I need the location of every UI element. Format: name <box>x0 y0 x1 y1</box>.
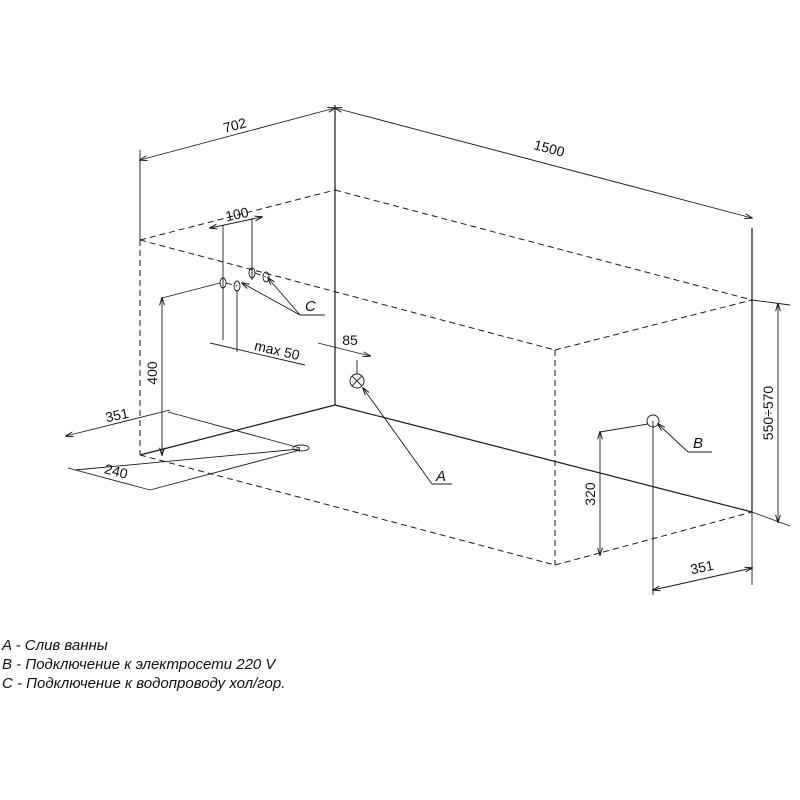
drain-offset-value: 85 <box>342 332 358 348</box>
floor-drain-end <box>292 444 310 452</box>
dimension-length-1500: 1500 <box>335 108 752 218</box>
dimension-height-range: 550÷570 <box>751 299 791 527</box>
callout-a: A <box>435 468 446 485</box>
bathtub-outline <box>139 105 753 566</box>
socket-height-value: 320 <box>582 482 598 506</box>
dimension-width-702: 702 <box>140 108 335 240</box>
left-drain-offset-value: 240 <box>103 461 130 482</box>
power-connection: B 320 351 <box>582 414 752 595</box>
left-floor-dimensions: 351 240 <box>66 405 310 491</box>
height-range-value: 550÷570 <box>760 386 776 441</box>
pipe-height-value: 400 <box>144 361 160 385</box>
pipe-spacing-value: 100 <box>224 204 250 225</box>
drain-connection: 85 A <box>317 332 452 485</box>
width-value: 702 <box>221 114 248 136</box>
right-offset-value: 351 <box>689 557 715 578</box>
length-value: 1500 <box>532 136 566 160</box>
legend-item-power: B - Подключение к электросети 220 V <box>2 656 276 673</box>
left-offset-value: 351 <box>104 405 130 426</box>
callout-c: C <box>305 298 316 315</box>
legend: A - Слив ванны B - Подключение к электро… <box>2 636 285 693</box>
legend-item-drain: A - Слив ванны <box>2 637 108 654</box>
water-connection: 100 max 50 C 400 <box>144 204 325 455</box>
legend-item-water: C - Подключение к водопроводу хол/гор. <box>2 675 286 692</box>
max-offset-value: max 50 <box>253 337 302 363</box>
callout-b: B <box>693 435 703 452</box>
